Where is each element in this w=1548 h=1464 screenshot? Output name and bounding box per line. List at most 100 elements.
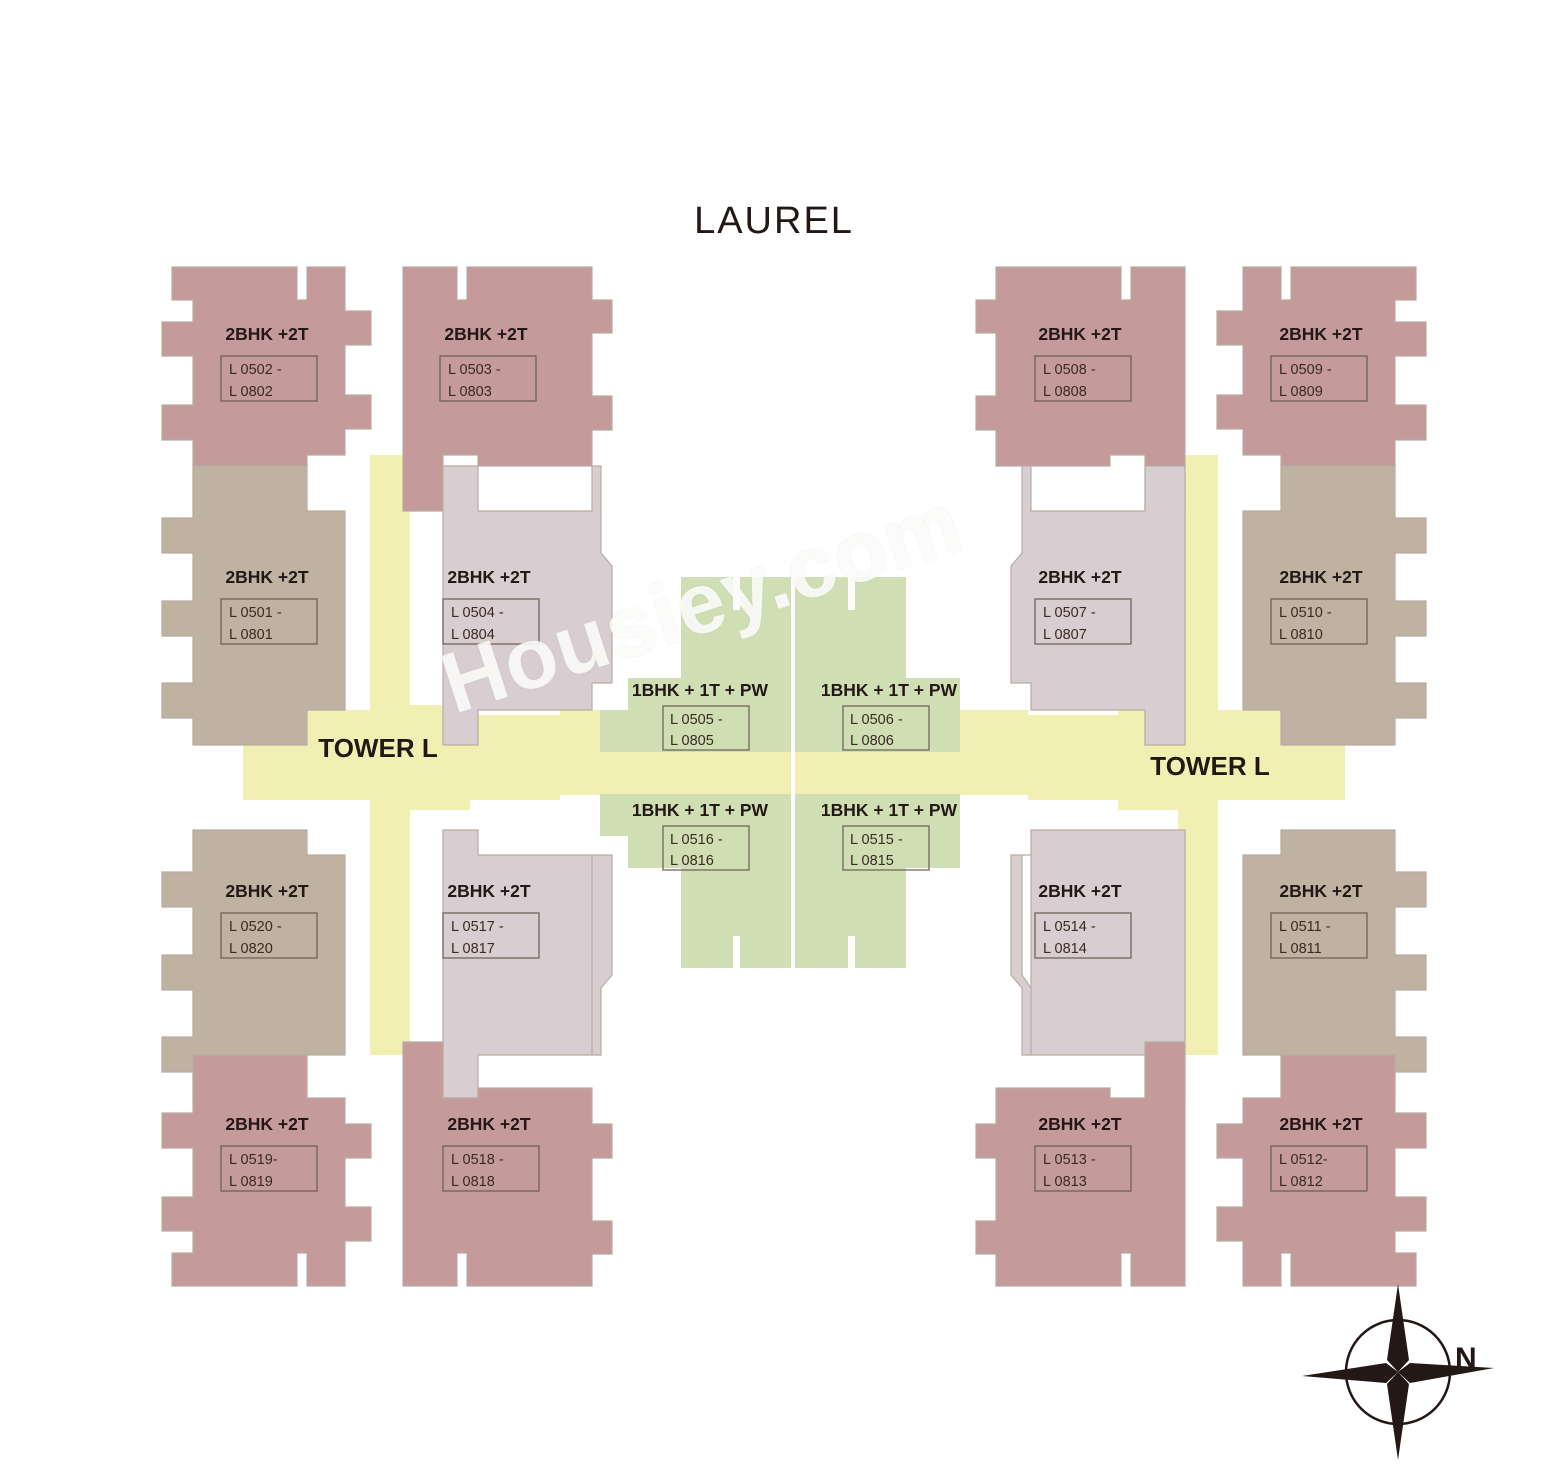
unit-block-L0518[interactable]: 2BHK +2T L 0518 - L 0818 (402, 1041, 613, 1287)
unit-code-line1: L 0512- (1279, 1152, 1328, 1168)
unit-code-line2: L 0807 (1043, 627, 1087, 643)
unit-block-L0519[interactable]: 2BHK +2T L 0519- L 0819 (161, 1054, 372, 1287)
unit-code-line2: L 0815 (850, 853, 894, 869)
unit-code-box (1034, 1145, 1132, 1192)
unit-block-L0501[interactable]: 2BHK +2T L 0501 - L 0801 (161, 465, 346, 746)
unit-code-box (220, 912, 318, 959)
unit-type-label: 2BHK +2T (225, 881, 308, 901)
unit-code-box (1034, 598, 1132, 645)
unit-code-box (1270, 912, 1368, 959)
unit-type-label: 1BHK + 1T + PW (632, 800, 769, 820)
unit-code-line1: L 0520 - (229, 919, 282, 935)
unit-type-label: 2BHK +2T (1038, 324, 1121, 344)
unit-code-line1: L 0508 - (1043, 362, 1096, 378)
unit-block-L0509[interactable]: 2BHK +2T L 0509 - L 0809 (1216, 266, 1427, 467)
unit-code-box (842, 705, 930, 751)
unit-block-L0517[interactable]: 2BHK +2T L 0517 - L 0817 (442, 829, 613, 1099)
unit-code-line2: L 0808 (1043, 384, 1087, 400)
unit-code-line1: L 0504 - (451, 605, 504, 621)
unit-type-label: 2BHK +2T (447, 1114, 530, 1134)
unit-code-line1: L 0501 - (229, 605, 282, 621)
unit-code-line1: L 0509 - (1279, 362, 1332, 378)
unit-code-line2: L 0811 (1279, 941, 1322, 957)
core-green-block (600, 577, 960, 968)
unit-code-line1: L 0516 - (670, 832, 723, 848)
unit-type-label: 2BHK +2T (447, 881, 530, 901)
core-unit-L0515[interactable]: 1BHK + 1T + PW L 0515 - L 0815 (821, 800, 958, 871)
unit-block-L0520[interactable]: 2BHK +2T L 0520 - L 0820 (161, 829, 346, 1099)
unit-type-label: 2BHK +2T (1038, 881, 1121, 901)
unit-code-line2: L 0814 (1043, 941, 1087, 957)
unit-type-label: 2BHK +2T (444, 324, 527, 344)
unit-block-L0508[interactable]: 2BHK +2T L 0508 - L 0808 (975, 266, 1186, 512)
unit-type-label: 2BHK +2T (1279, 567, 1362, 587)
tower-label-left: TOWER L (318, 733, 438, 763)
unit-type-label: 2BHK +2T (1038, 567, 1121, 587)
unit-code-box (220, 1145, 318, 1192)
unit-type-label: 2BHK +2T (225, 567, 308, 587)
unit-code-box (662, 705, 750, 751)
unit-code-line2: L 0820 (229, 941, 273, 957)
unit-code-line2: L 0817 (451, 941, 495, 957)
unit-type-label: 1BHK + 1T + PW (821, 680, 958, 700)
core-unit-L0516[interactable]: 1BHK + 1T + PW L 0516 - L 0816 (632, 800, 769, 871)
unit-type-label: 1BHK + 1T + PW (821, 800, 958, 820)
unit-block-L0513[interactable]: 2BHK +2T L 0513 - L 0813 (975, 1041, 1186, 1287)
unit-code-box (1034, 355, 1132, 402)
unit-block-L0512[interactable]: 2BHK +2T L 0512- L 0812 (1216, 1054, 1427, 1287)
unit-code-box (220, 355, 318, 402)
unit-code-line1: L 0511 - (1279, 919, 1331, 935)
unit-code-line2: L 0813 (1043, 1174, 1087, 1190)
unit-type-label: 2BHK +2T (1279, 1114, 1362, 1134)
unit-code-box (1270, 355, 1368, 402)
unit-code-line1: L 0506 - (850, 712, 903, 728)
unit-code-box (662, 825, 750, 871)
unit-type-label: 2BHK +2T (1038, 1114, 1121, 1134)
unit-code-line2: L 0818 (451, 1174, 495, 1190)
unit-code-line2: L 0805 (670, 733, 714, 749)
unit-code-box (442, 1145, 540, 1192)
unit-code-box (1270, 598, 1368, 645)
unit-code-box (439, 355, 537, 402)
unit-type-label: 2BHK +2T (1279, 881, 1362, 901)
unit-code-line2: L 0810 (1279, 627, 1323, 643)
unit-code-box (220, 598, 318, 645)
core-unit-L0506[interactable]: 1BHK + 1T + PW L 0506 - L 0806 (821, 680, 958, 751)
unit-code-line1: L 0503 - (448, 362, 501, 378)
unit-block-L0502[interactable]: 2BHK +2T L 0502 - L 0802 (161, 266, 372, 467)
unit-code-line2: L 0802 (229, 384, 273, 400)
unit-code-box (442, 912, 540, 959)
unit-type-label: 2BHK +2T (1279, 324, 1362, 344)
unit-type-label: 2BHK +2T (447, 567, 530, 587)
unit-code-line2: L 0809 (1279, 384, 1323, 400)
unit-code-line2: L 0812 (1279, 1174, 1323, 1190)
page-title: LAUREL (694, 200, 854, 242)
unit-code-line2: L 0806 (850, 733, 894, 749)
unit-block-L0503[interactable]: 2BHK +2T L 0503 - L 0803 (402, 266, 613, 512)
tower-label-right: TOWER L (1150, 751, 1270, 781)
unit-code-line1: L 0510 - (1279, 605, 1332, 621)
unit-code-line2: L 0803 (448, 384, 492, 400)
unit-block-L0504[interactable]: 2BHK +2T L 0504 - L 0804 (442, 465, 613, 746)
unit-code-box (1034, 912, 1132, 959)
unit-code-line2: L 0804 (451, 627, 495, 643)
unit-code-line1: L 0513 - (1043, 1152, 1096, 1168)
unit-code-line1: L 0502 - (229, 362, 282, 378)
unit-code-box (1270, 1145, 1368, 1192)
unit-code-box (442, 598, 540, 645)
core-unit-L0505[interactable]: 1BHK + 1T + PW L 0505 - L 0805 (632, 680, 769, 751)
unit-type-label: 2BHK +2T (225, 324, 308, 344)
unit-type-label: 1BHK + 1T + PW (632, 680, 769, 700)
unit-code-line1: L 0514 - (1043, 919, 1096, 935)
unit-code-line1: L 0517 - (451, 919, 504, 935)
compass-north-label: N (1455, 1342, 1477, 1375)
unit-code-line1: L 0518 - (451, 1152, 504, 1168)
unit-type-label: 2BHK +2T (225, 1114, 308, 1134)
unit-block-L0510[interactable]: 2BHK +2T L 0510 - L 0810 (1242, 465, 1427, 746)
unit-code-line2: L 0816 (670, 853, 714, 869)
unit-code-line2: L 0801 (229, 627, 273, 643)
unit-block-L0507[interactable]: 2BHK +2T L 0507 - L 0807 (1010, 465, 1186, 746)
unit-code-line2: L 0819 (229, 1174, 273, 1190)
